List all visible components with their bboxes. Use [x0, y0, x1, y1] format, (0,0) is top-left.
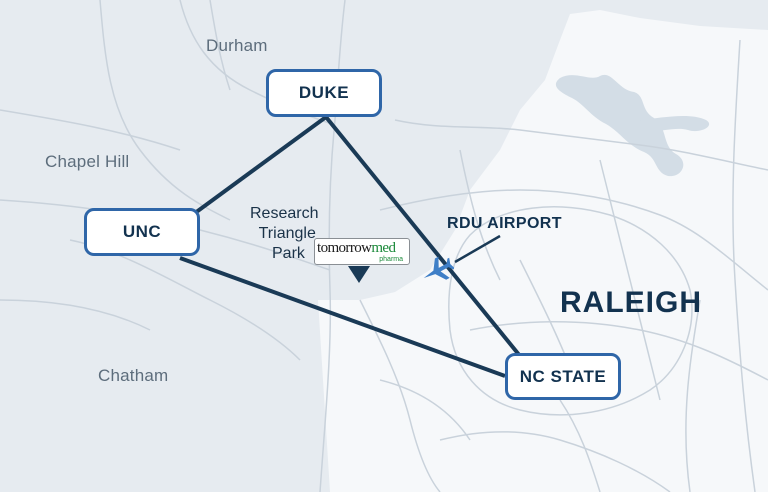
research-park-line-2: Triangle — [258, 225, 316, 242]
location-pin-icon — [348, 266, 370, 283]
lake — [555, 74, 684, 177]
region-label-durham: Durham — [206, 36, 268, 55]
line-duke-ncstate — [324, 115, 522, 358]
research-park-label: Research Triangle Park — [250, 204, 318, 264]
lake-arm — [640, 115, 710, 132]
line-unc-ncstate — [179, 256, 506, 378]
region-label-chatham: Chatham — [98, 366, 169, 385]
research-park-line-3: Park — [272, 245, 305, 262]
city-label-raleigh: RALEIGH — [560, 286, 702, 319]
region-label-chapel-hill: Chapel Hill — [45, 152, 130, 171]
airport-label: RDU AIRPORT — [447, 215, 562, 232]
node-duke[interactable]: DUKE — [266, 69, 382, 117]
connection-lines — [179, 115, 522, 378]
tomorrowmed-logo: tomorrowmed pharma — [314, 238, 410, 265]
logo-wordmark: tomorrowmed — [317, 240, 396, 256]
beltline — [448, 206, 693, 416]
node-unc[interactable]: UNC — [84, 208, 200, 256]
line-unc-duke — [193, 115, 328, 215]
research-park-line-1: Research — [250, 205, 319, 222]
logo-subtitle: pharma — [379, 256, 403, 263]
airport-pointer — [454, 234, 501, 264]
node-nc-state[interactable]: NC STATE — [505, 353, 621, 400]
airplane-icon — [423, 256, 454, 280]
